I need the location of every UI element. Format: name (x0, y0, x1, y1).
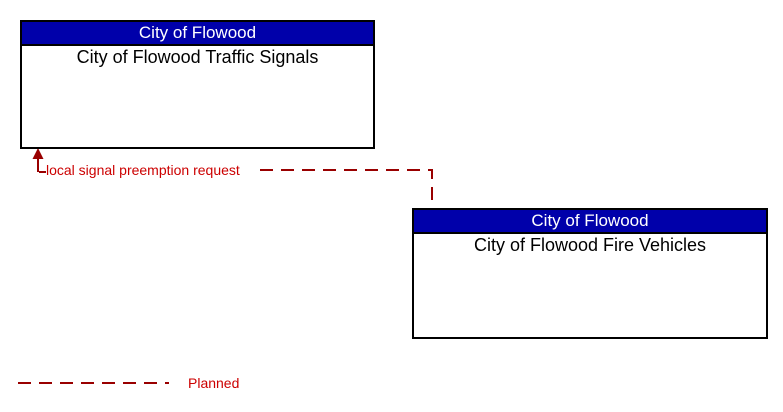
entity-header: City of Flowood (414, 210, 766, 234)
entity-header: City of Flowood (22, 22, 373, 46)
entity-box-fire-vehicles: City of Flowood City of Flowood Fire Veh… (412, 208, 768, 339)
flow-label: local signal preemption request (46, 162, 240, 178)
entity-title: City of Flowood Fire Vehicles (473, 235, 707, 255)
flow-dashed-line (260, 169, 433, 207)
flow-arrowhead-icon (32, 148, 44, 159)
legend-label: Planned (188, 375, 240, 391)
entity-title: City of Flowood Traffic Signals (76, 47, 319, 67)
entity-box-traffic-signals: City of Flowood City of Flowood Traffic … (20, 20, 375, 149)
